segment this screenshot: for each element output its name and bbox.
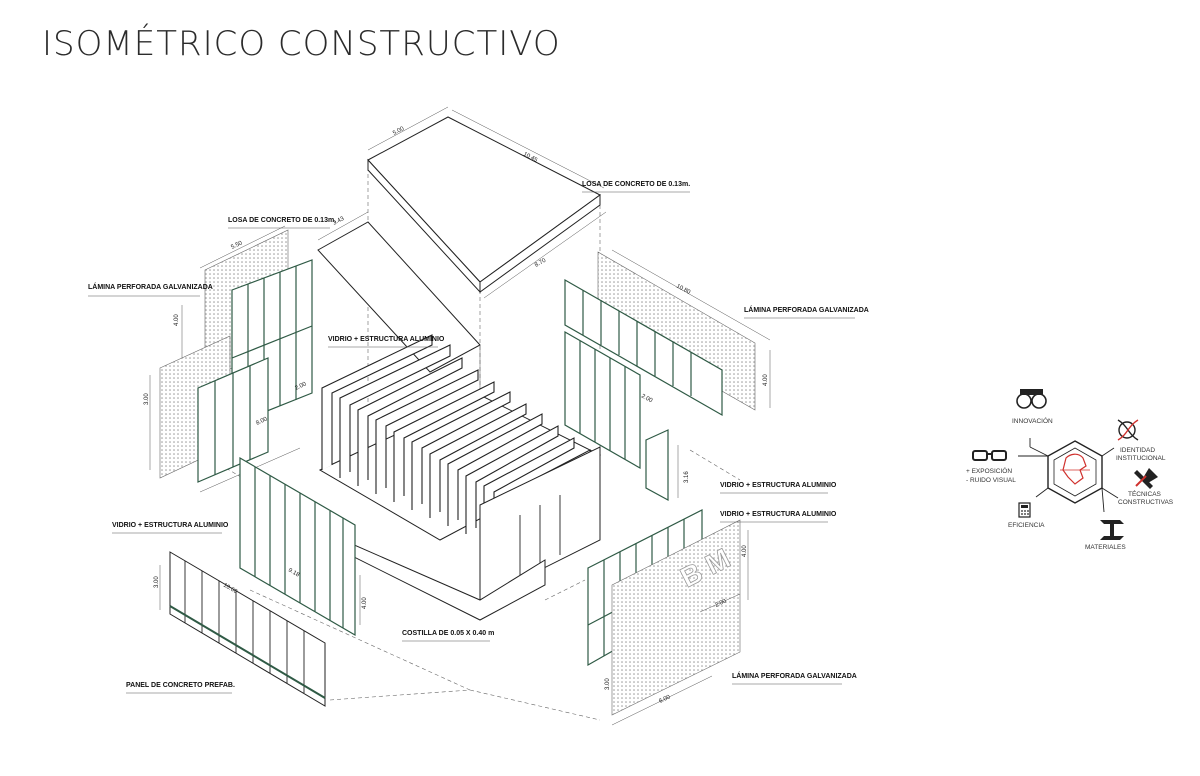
dim-400a: 4.00: [174, 314, 180, 326]
concrete-panel: [159, 551, 326, 707]
dim-800: 8.00: [255, 416, 269, 427]
label-costilla: COSTILLA DE 0.05 X 0.40 m: [402, 630, 494, 637]
icon-label-exposicion-1: + EXPOSICIÓN: [966, 466, 1012, 475]
concept-diagram: INNOVACIÓN IDENTIDAD INSTITUCIONAL + EXP…: [966, 389, 1174, 551]
dim-200a: 2.00: [294, 381, 308, 392]
glasses-icon: [972, 450, 1007, 461]
dim-600: 6.00: [658, 694, 672, 705]
dim-500: 5.00: [392, 126, 406, 137]
label-lamina-right: LÁMINA PERFORADA GALVANIZADA: [744, 305, 869, 314]
dim-300b: 3.00: [154, 576, 160, 588]
dim-343: 3.43: [332, 216, 346, 227]
central-ribs: [318, 334, 602, 621]
label-vidrio-center: VIDRIO + ESTRUCTURA ALUMINIO: [328, 336, 445, 343]
mesh-panel-bottom: [611, 519, 749, 726]
label-panel: PANEL DE CONCRETO PREFAB.: [126, 682, 235, 689]
icon-label-materiales: MATERIALES: [1085, 544, 1126, 551]
label-losa-top: LOSA DE CONCRETO DE 0.13m.: [582, 181, 690, 188]
dim-400c: 4.00: [742, 545, 748, 557]
icon-label-identidad-2: INSTITUCIONAL: [1116, 455, 1166, 462]
icon-label-exposicion-2: - RUIDO VISUAL: [966, 477, 1016, 484]
icon-label-tecnicas-2: CONSTRUCTIVAS: [1118, 499, 1174, 506]
label-lamina-bottom: LÁMINA PERFORADA GALVANIZADA: [732, 671, 857, 680]
dim-300c: 3.00: [605, 678, 611, 690]
roof-slab-top: [367, 106, 607, 299]
ibeam-icon: [1100, 520, 1124, 540]
icon-label-identidad-1: IDENTIDAD: [1120, 447, 1155, 454]
dim-400b: 4.00: [763, 374, 769, 386]
dim-550: 5.50: [230, 240, 244, 251]
icon-label-eficiencia: EFICIENCIA: [1008, 522, 1045, 529]
glass-panel-left-bottom: [239, 456, 361, 637]
icon-label-tecnicas-1: TÉCNICAS: [1128, 489, 1162, 498]
callout-labels: LOSA DE CONCRETO DE 0.13m. LOSA DE CONCR…: [88, 181, 869, 694]
page-title: ISOMÉTRICO CONSTRUCTIVO: [42, 24, 561, 64]
label-losa-left: LOSA DE CONCRETO DE 0.13m.: [228, 217, 336, 224]
calculator-icon: [1018, 502, 1031, 518]
icon-label-innovacion: INNOVACIÓN: [1012, 416, 1053, 425]
glass-panel-right-top: [564, 278, 723, 502]
label-vidrio-left: VIDRIO + ESTRUCTURA ALUMINIO: [112, 522, 229, 529]
dna-icon: [1117, 419, 1139, 441]
dim-918: 9.18: [287, 568, 301, 579]
label-vidrio-right-1: VIDRIO + ESTRUCTURA ALUMINIO: [720, 482, 837, 489]
label-lamina-left: LÁMINA PERFORADA GALVANIZADA: [88, 282, 213, 291]
dim-300a: 3.00: [144, 393, 150, 405]
glass-panel-left-top: [197, 259, 313, 493]
dim-200c: 2.00: [714, 598, 728, 609]
dim-870: 8.70: [534, 257, 548, 268]
binoculars-icon: [1016, 389, 1047, 409]
label-vidrio-right-2: VIDRIO + ESTRUCTURA ALUMINIO: [720, 511, 837, 518]
hammer-icon: [1134, 468, 1158, 489]
dim-400d: 4.00: [362, 597, 368, 609]
dim-316: 3.16: [684, 471, 690, 483]
dim-200b: 2.00: [640, 393, 654, 404]
